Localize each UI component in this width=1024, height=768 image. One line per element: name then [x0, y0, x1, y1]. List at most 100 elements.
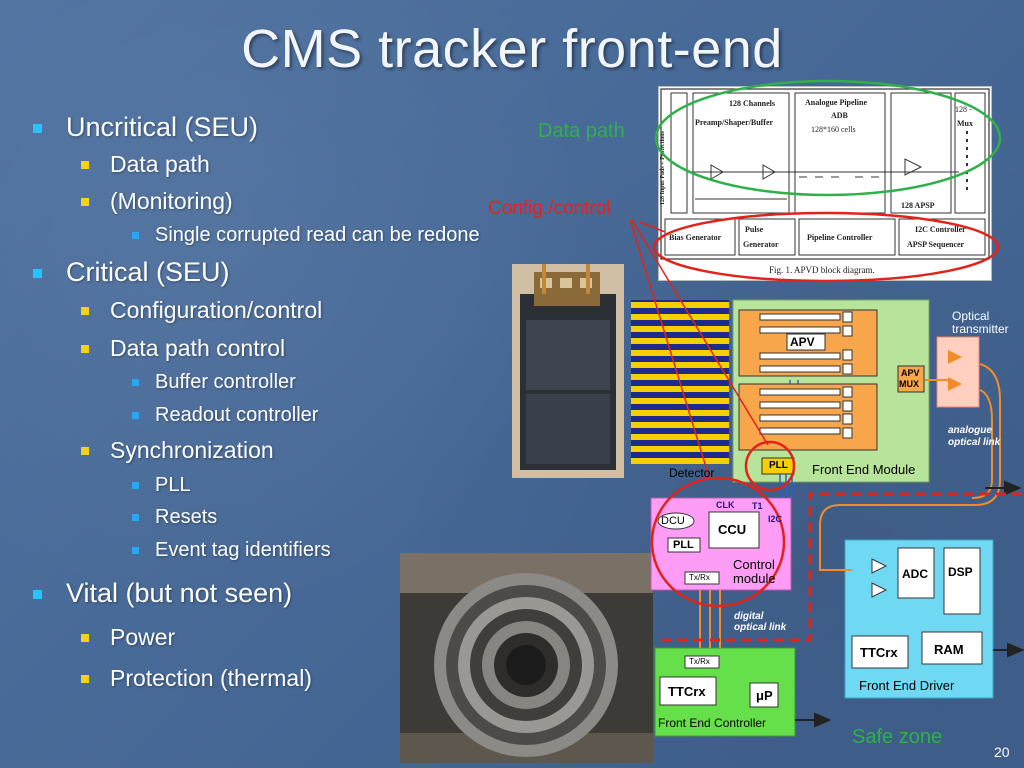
bullet-text: Data path [110, 151, 210, 177]
bullet-text: Power [110, 624, 176, 650]
apv-chip-bottom [738, 383, 878, 451]
front-end-module-block [732, 299, 930, 483]
apvd-block-diagram: 128 Channels Preamp/Shaper/Buffer Analog… [658, 86, 992, 281]
bullet-item: Single corrupted read can be redone [132, 224, 480, 247]
tracker-barrel-photo [400, 553, 653, 763]
apv-mux-label-2: MUX [899, 379, 919, 389]
front-end-controller-label: Front End Controller [658, 716, 767, 730]
bullet-marker [33, 590, 42, 599]
digital-link-label-1: digital [734, 611, 764, 622]
adc-label: ADC [902, 567, 928, 581]
txrx-fec-label: Tx/Rx [689, 657, 710, 666]
bullet-marker [81, 161, 89, 169]
control-module-highlight [650, 476, 786, 608]
apvd-pipeline-title: Analogue Pipeline [805, 98, 868, 107]
bullet-item: PLL [132, 474, 191, 497]
control-module-label-2: module [733, 571, 776, 586]
bullet-item: Data path [81, 151, 210, 178]
bullet-item: Vital (but not seen) [33, 578, 293, 609]
digital-link-label-2: optical link [734, 622, 787, 633]
bullet-text: Vital (but not seen) [66, 578, 293, 608]
ccu-label: CCU [718, 522, 747, 537]
apvd-mux-label: Mux [957, 119, 973, 128]
dsp-label: DSP [948, 565, 973, 579]
bullet-marker [132, 232, 139, 239]
bullet-text: Synchronization [110, 437, 274, 463]
bullet-marker [33, 269, 42, 278]
bullet-marker [81, 198, 89, 206]
bullet-text: PLL [155, 474, 191, 496]
bullet-item: Resets [132, 506, 218, 529]
clk-label: CLK [716, 500, 735, 510]
data-path-annotation: Data path [538, 120, 625, 142]
front-end-module-label: Front End Module [812, 462, 916, 477]
detector-block [631, 300, 729, 464]
optical-transmitter-block [936, 336, 980, 408]
bullet-marker [132, 547, 139, 554]
bullet-text: Critical (SEU) [66, 257, 230, 287]
bullet-item: Synchronization [81, 437, 274, 464]
optical-transmitter-label-1: Optical [952, 309, 990, 323]
analogue-link-label-1: analogue [948, 425, 992, 436]
bullet-marker [132, 412, 139, 419]
control-module-label-1: Control [733, 557, 775, 572]
bullet-text: Event tag identifiers [155, 539, 331, 561]
microprocessor-label: μP [756, 688, 773, 703]
bullet-marker [132, 514, 139, 521]
analogue-link-label-2: optical link [948, 437, 1001, 448]
bullet-item: Readout controller [132, 404, 319, 427]
bullet-text: Buffer controller [155, 371, 296, 393]
t1-label: T1 [752, 501, 763, 511]
ram-label: RAM [934, 642, 964, 657]
apv-mux-label-1: APV [901, 368, 920, 378]
apvd-bias-label: Bias Generator [669, 233, 722, 242]
apvd-channels-label: 128 Channels [729, 99, 776, 108]
apvd-preamp-label: Preamp/Shaper/Buffer [695, 118, 774, 127]
detector-label: Detector [669, 466, 715, 480]
bullet-item: Power [81, 624, 176, 651]
bullet-marker [132, 482, 139, 489]
bullet-item: Buffer controller [132, 371, 296, 394]
bullet-item: Uncritical (SEU) [33, 112, 259, 143]
tracker-barrel-photo-svg [400, 553, 653, 763]
apvd-caption: Fig. 1. APVD block diagram. [769, 265, 875, 275]
bullet-item: Protection (thermal) [81, 665, 312, 692]
bullet-text: Configuration/control [110, 297, 323, 323]
slide-title: CMS tracker front-end [241, 19, 783, 79]
optical-transmitter-label-2: transmitter [952, 322, 1009, 336]
bullet-marker [81, 345, 89, 353]
front-end-driver-label: Front End Driver [859, 678, 955, 693]
apv-label: APV [790, 335, 815, 349]
bullet-item: Event tag identifiers [132, 539, 331, 562]
apvd-i2c-ctrl-label: I2C Controller [915, 225, 966, 234]
txrx-control-label: Tx/Rx [689, 573, 710, 582]
bullet-marker [33, 124, 42, 133]
ttcrx-fed-label: TTCrx [860, 645, 898, 660]
bullet-text: Protection (thermal) [110, 665, 312, 691]
bullet-marker [81, 675, 89, 683]
ttcrx-fec-label: TTCrx [668, 684, 706, 699]
apvd-apsp-seq-label: APSP Sequencer [907, 240, 965, 249]
front-end-driver-block [844, 539, 994, 699]
dcu-label: DCU [661, 515, 685, 527]
bullet-text: (Monitoring) [110, 188, 233, 214]
apvd-input-pads-label: 128 Input Pads + Protections [660, 131, 666, 205]
apvd-cells-label: 128*160 cells [811, 125, 856, 134]
safe-zone-annotation: Safe zone [852, 726, 943, 748]
apvd-apsp-label: 128 APSP [901, 201, 935, 210]
bullet-marker [81, 634, 89, 642]
bullet-item: Configuration/control [81, 297, 323, 324]
bullet-text: Data path control [110, 335, 286, 361]
bullet-marker [81, 447, 89, 455]
apvd-adb-label: ADB [831, 111, 848, 120]
bullet-text: Single corrupted read can be redone [155, 224, 480, 246]
detector-module-photo [512, 264, 624, 478]
apvd-generator-label: Generator [743, 240, 779, 249]
i2c-label: I2C [768, 514, 783, 524]
bullet-text: Resets [155, 506, 218, 528]
bullet-item: Data path control [81, 335, 286, 362]
bullet-item: Critical (SEU) [33, 257, 230, 288]
pll-control-label: PLL [673, 539, 694, 551]
bullet-text: Readout controller [155, 404, 319, 426]
bullet-text: Uncritical (SEU) [66, 112, 259, 142]
